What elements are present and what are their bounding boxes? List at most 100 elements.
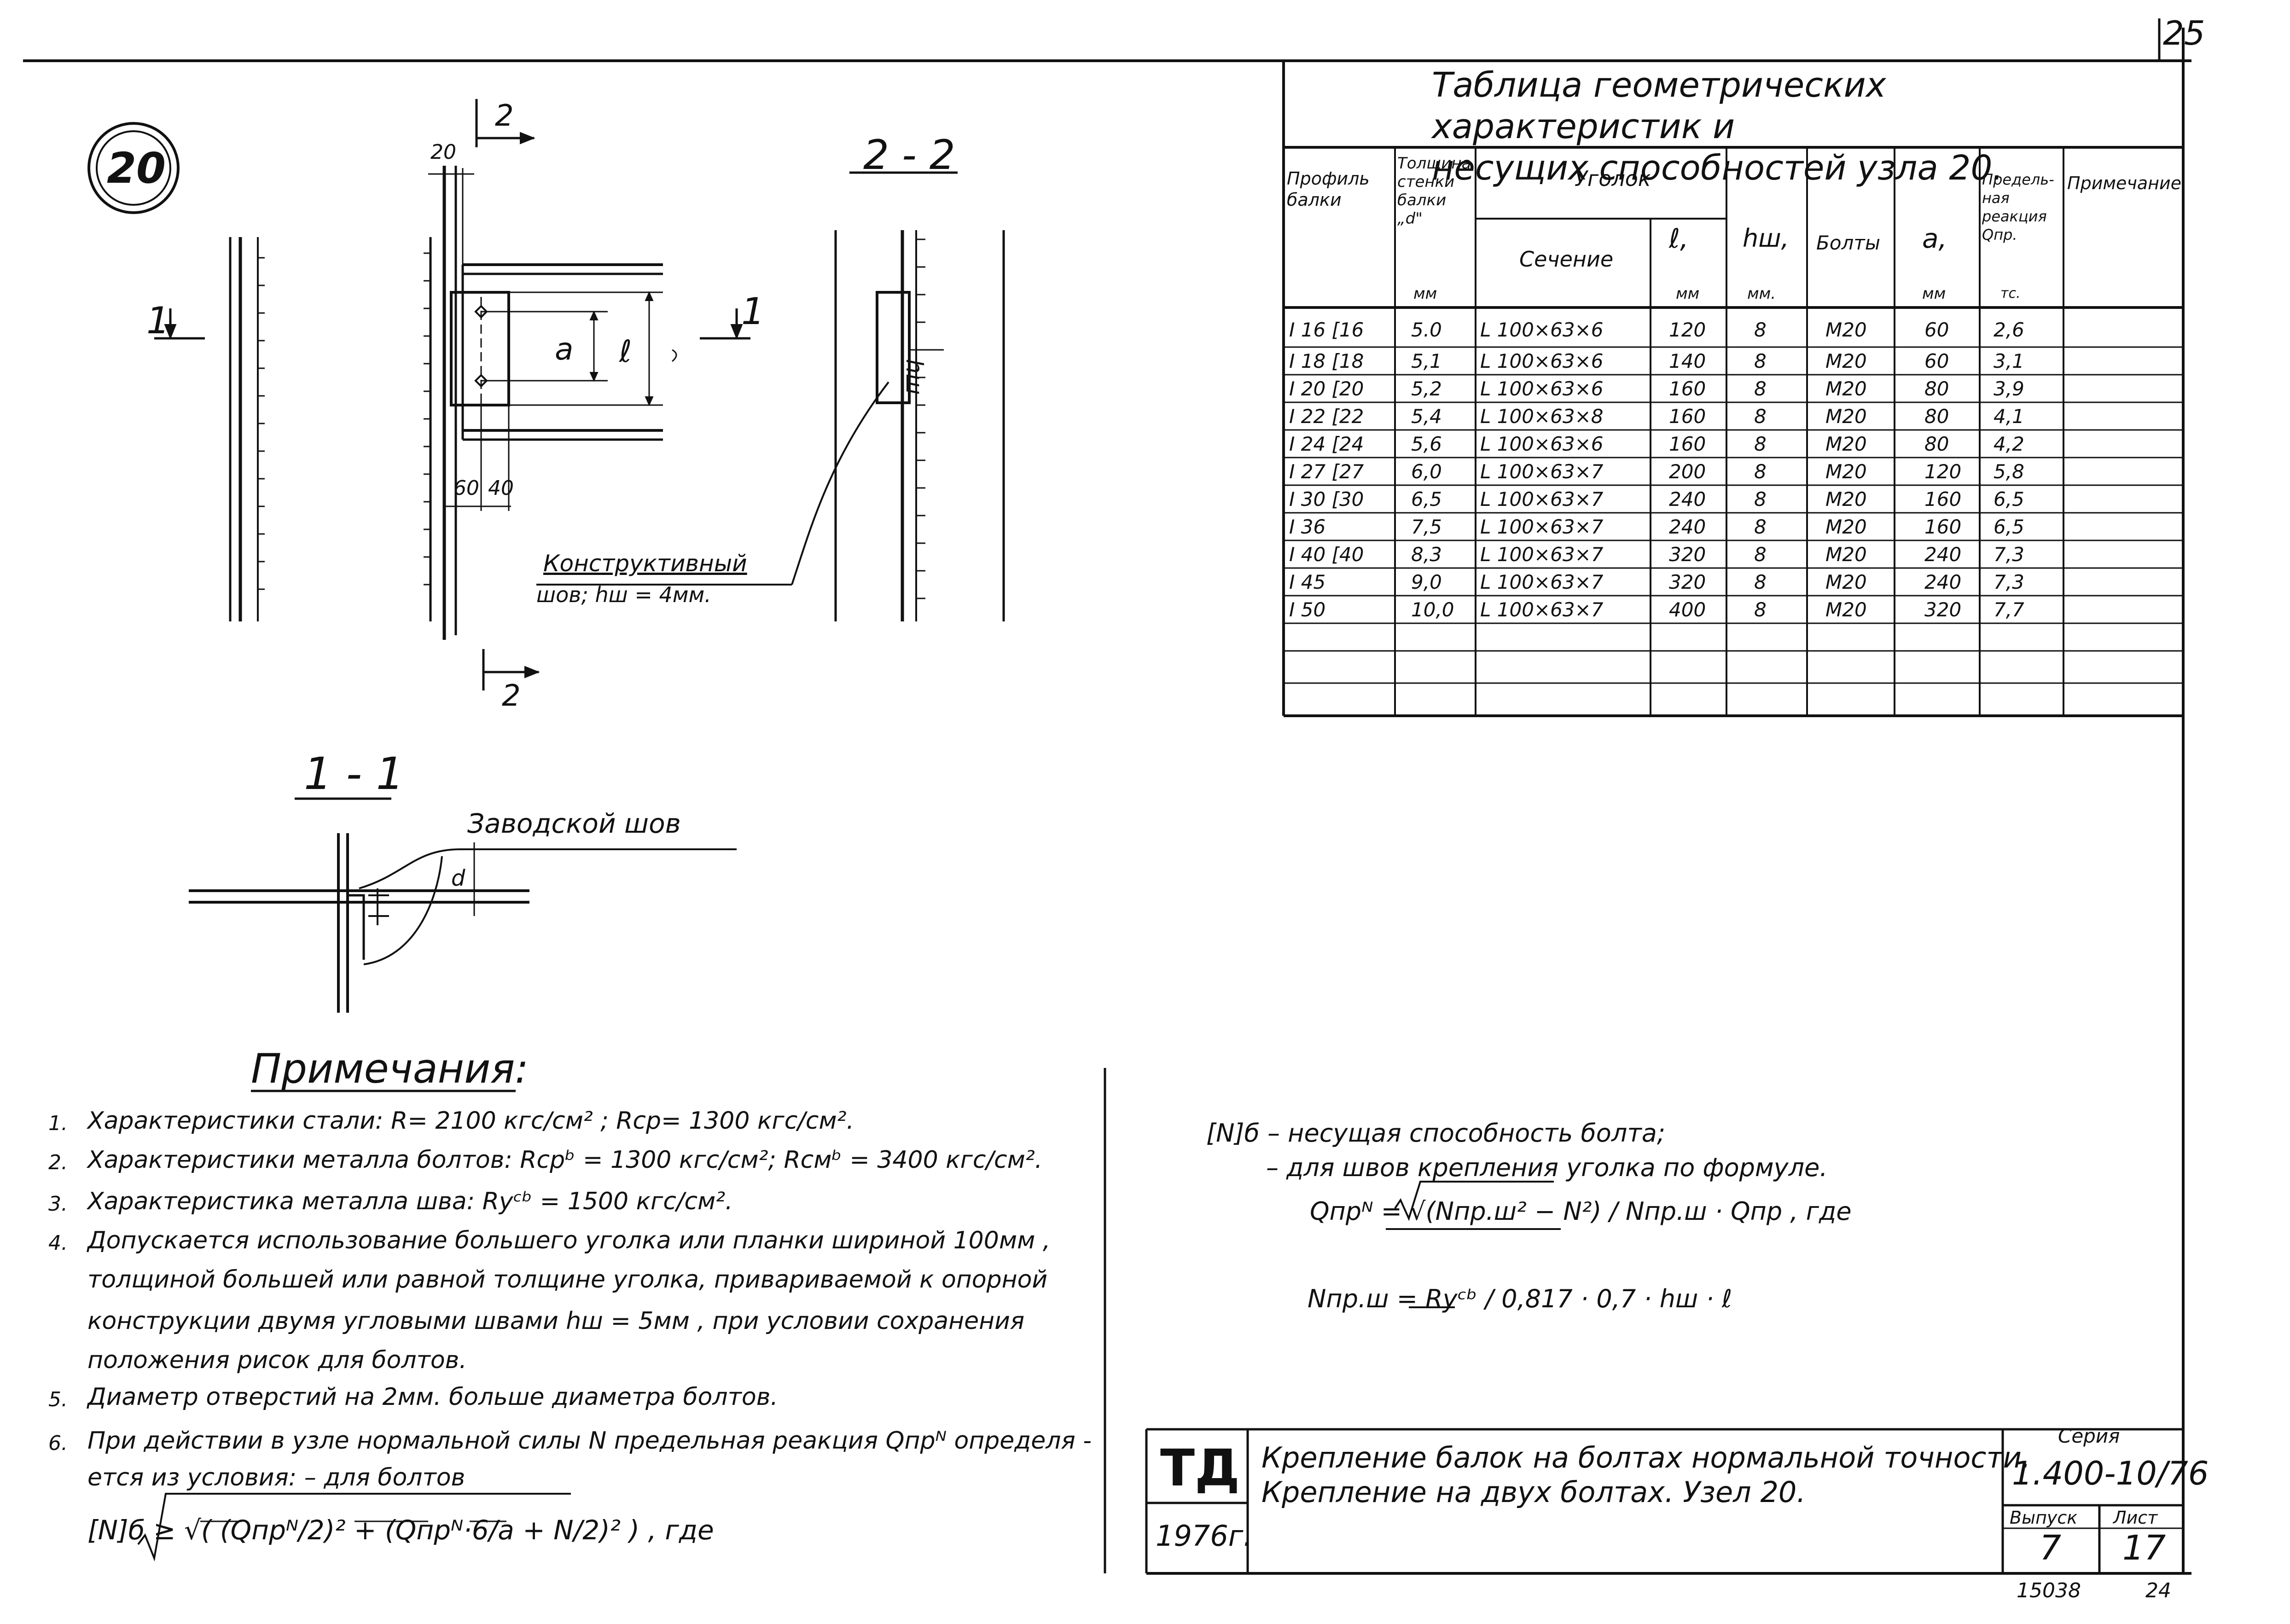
cell-section: L 100×63×7	[1480, 460, 1604, 483]
th-note: Примечание	[2067, 173, 2182, 193]
weld-note-line1: Конструктивный	[543, 550, 747, 577]
th-angle: Уголок	[1575, 166, 1651, 191]
section-2-2-title: 2 - 2	[863, 131, 955, 179]
title-line1: Крепление балок на болтах нормальной точ…	[1261, 1441, 2031, 1474]
cell-hsh: 8	[1754, 433, 1767, 455]
cell-section: L 100×63×7	[1480, 543, 1604, 566]
note-text: конструкции двумя угловыми швами hш = 5м…	[87, 1307, 1025, 1335]
cell-section: L 100×63×6	[1480, 433, 1604, 455]
year-label: 1976г.	[1156, 1519, 1253, 1553]
cell-d: 7,5	[1411, 516, 1442, 538]
note-text: Характеристика металла шва: Rуᶜᵇ = 1500 …	[87, 1188, 733, 1215]
cell-section: L 100×63×7	[1480, 488, 1604, 510]
cell-l: 320	[1669, 571, 1706, 593]
note-text: Характеристики металла болтов: Rсрᵇ = 13…	[87, 1146, 1043, 1174]
cell-q: 3,9	[1994, 377, 2024, 400]
cell-bolts: M20	[1825, 543, 1867, 566]
cell-a: 160	[1924, 516, 1962, 538]
sheet-label: Лист	[2113, 1508, 2158, 1528]
dim-l-label: ℓ	[619, 334, 632, 369]
cell-q: 4,2	[1994, 433, 2024, 455]
th-l-unit: мм	[1676, 284, 1700, 303]
formula-qpr: Qпрᴺ = √(Nпр.ш² − N²) / Nпр.ш · Qпр , гд…	[1310, 1197, 1852, 1226]
dim-d-label: d	[451, 865, 465, 891]
cell-a: 60	[1924, 319, 1949, 341]
notes-title: Примечания:	[251, 1045, 529, 1092]
cell-profile: I 27 [27	[1289, 460, 1364, 483]
formula-line2: – для швов крепления уголка по формуле.	[1266, 1153, 1828, 1182]
note-text: Диаметр отверстий на 2мм. больше диаметр…	[87, 1383, 778, 1411]
cell-hsh: 8	[1754, 350, 1767, 372]
section-mark-2-top: 2	[495, 99, 514, 133]
note-num: 2.	[48, 1151, 68, 1174]
dim-20-label: 20	[430, 140, 456, 164]
cell-section: L 100×63×6	[1480, 350, 1604, 372]
note-text: При действии в узле нормальной силы N пр…	[87, 1427, 1092, 1455]
cell-bolts: M20	[1825, 460, 1867, 483]
node-circle-inner	[96, 130, 171, 206]
cell-l: 160	[1669, 433, 1706, 455]
cell-q: 5,8	[1994, 460, 2024, 483]
note-text: Допускается использование большего уголк…	[87, 1227, 1051, 1254]
cell-q: 7,3	[1994, 571, 2024, 593]
cell-l: 240	[1669, 488, 1706, 510]
dim-60-label: 60	[453, 476, 479, 500]
cell-hsh: 8	[1754, 405, 1767, 428]
note-text: ется из условия: – для болтов	[87, 1464, 465, 1491]
cell-a: 160	[1924, 488, 1962, 510]
cell-q: 7,7	[1994, 598, 2024, 621]
cell-hsh: 8	[1754, 319, 1767, 341]
cell-q: 7,3	[1994, 543, 2024, 566]
cell-d: 5.0	[1411, 319, 1442, 341]
series-label: Серия	[2058, 1425, 2120, 1447]
cell-d: 5,6	[1411, 433, 1442, 455]
table-title-line2: несущих способностей узла 20.	[1432, 148, 2004, 188]
cell-d: 6,5	[1411, 488, 1442, 510]
cell-hsh: 8	[1754, 516, 1767, 538]
cell-a: 120	[1924, 460, 1962, 483]
note-text: Характеристики стали: R= 2100 кгс/см² ; …	[87, 1107, 854, 1135]
cell-q: 2,6	[1994, 319, 2024, 341]
cell-bolts: M20	[1825, 488, 1867, 510]
note-num: 5.	[48, 1388, 68, 1411]
th-section: Сечение	[1519, 247, 1614, 272]
cell-hsh: 8	[1754, 543, 1767, 566]
cell-profile: I 50	[1289, 598, 1326, 621]
cell-q: 4,1	[1994, 405, 2024, 428]
section-mark-2-bottom: 2	[502, 679, 521, 713]
cell-hsh: 8	[1754, 598, 1767, 621]
bottom-number-right: 24	[2145, 1579, 2171, 1602]
sheet-value: 17	[2122, 1528, 2166, 1568]
cell-section: L 100×63×8	[1480, 405, 1604, 428]
cell-profile: I 24 [24	[1289, 433, 1364, 455]
cell-bolts: M20	[1825, 350, 1867, 372]
th-l: ℓ,	[1669, 223, 1689, 254]
table-title-line1: Таблица геометрических характеристик и	[1432, 65, 1886, 146]
cell-a: 80	[1924, 405, 1949, 428]
note-num: 4.	[48, 1231, 68, 1255]
cell-d: 5,1	[1411, 350, 1442, 372]
th-limit-unit: тс.	[2000, 285, 2021, 302]
cell-section: L 100×63×6	[1480, 377, 1604, 400]
factory-weld-label: Заводской шов	[467, 808, 681, 839]
cell-a: 80	[1924, 377, 1949, 400]
cell-l: 140	[1669, 350, 1706, 372]
dim-hsh-label: hш	[901, 359, 928, 395]
cell-a: 320	[1924, 598, 1962, 621]
cell-d: 8,3	[1411, 543, 1442, 566]
th-bolts: Болты	[1816, 232, 1880, 254]
cell-d: 5,4	[1411, 405, 1442, 428]
corner-sheet-number: 25	[2163, 14, 2205, 52]
note-num: 3.	[48, 1192, 68, 1216]
cell-l: 240	[1669, 516, 1706, 538]
note-num: 6.	[48, 1432, 68, 1455]
cell-profile: I 40 [40	[1289, 543, 1364, 566]
section-mark-1-right: 1	[741, 290, 765, 333]
cell-l: 320	[1669, 543, 1706, 566]
cell-bolts: M20	[1825, 405, 1867, 428]
cell-l: 160	[1669, 377, 1706, 400]
issue-label: Выпуск	[2010, 1508, 2078, 1528]
th-thickness: Толщина стенки балки „d"	[1397, 154, 1471, 228]
formula-npr: Nпр.ш = Rуᶜᵇ / 0,817 · 0,7 · hш · ℓ	[1308, 1284, 1732, 1313]
